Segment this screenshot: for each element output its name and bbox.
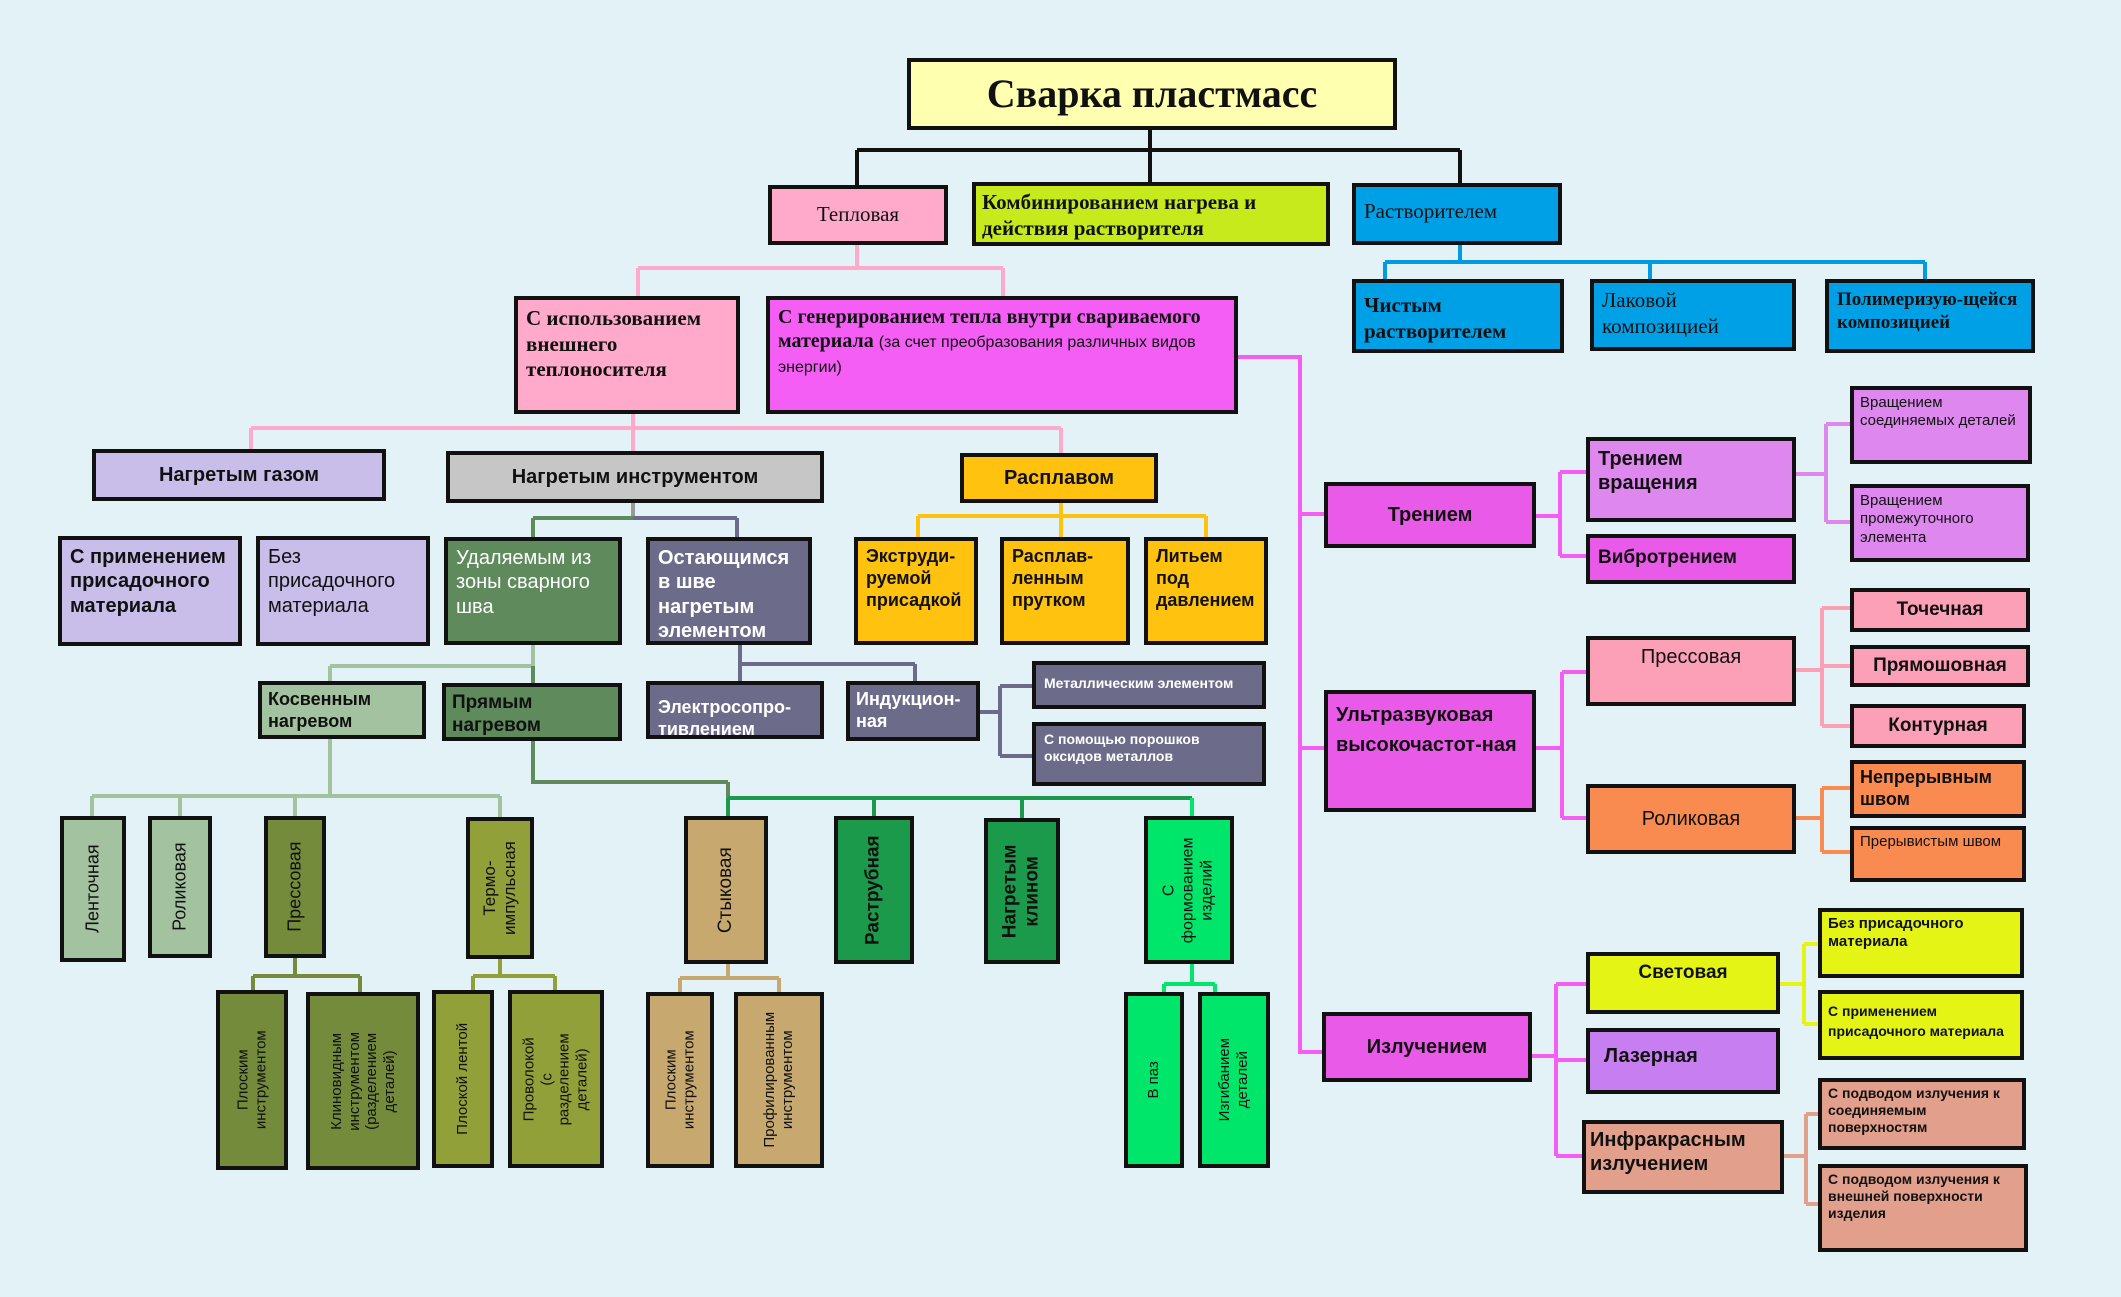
bending-label: Изгибанием деталей (1216, 1038, 1252, 1122)
node-bending: Изгибанием деталей (1198, 992, 1270, 1168)
node-ir-to-surfaces: С подводом излучения к соединяемым повер… (1818, 1078, 2026, 1150)
node-press-wedge-tool: Клиновидным инструментом (разделением де… (306, 992, 420, 1170)
node-butt: Стыковая (684, 816, 768, 964)
node-intermittent-seam: Прерывистым швом (1850, 826, 2026, 882)
tape-label: Ленточная (82, 844, 103, 934)
node-laser: Лазерная (1586, 1028, 1780, 1094)
press-flat-tool-label: Плоским инструментом (234, 1030, 269, 1130)
node-direct-heating: Прямым нагревом (442, 683, 622, 741)
roller-label: Роликовая (169, 842, 190, 932)
internal-heat-note: (за счет преобразования различных видов … (778, 334, 1196, 376)
press-wedge-tool-label: Клиновидным инструментом (разделением де… (327, 1031, 398, 1131)
connector (531, 740, 728, 784)
node-rotational-friction: Трением вращения (1586, 437, 1796, 522)
node-wire: Проволокой (с разделением деталей) (508, 990, 604, 1168)
node-light-without-filler: Без присадочного материала (1818, 908, 2024, 978)
profiled-tool-label: Профилированным инструментом (761, 1012, 796, 1148)
wire-label: Проволокой (с разделением деталей) (520, 1032, 591, 1126)
node-press: Прессовая (264, 816, 326, 958)
node-gas-with-filler: С применением присадочного материала (58, 536, 242, 646)
node-profiled-tool: Профилированным инструментом (734, 992, 824, 1168)
node-gas-without-filler: Без присадочного материала (256, 536, 430, 646)
node-butt-flat-tool: Плоским инструментом (646, 992, 714, 1168)
internal-heat-label: С генерированием тепла внутри свариваемо… (778, 306, 1201, 353)
node-rotating-parts: Вращением соединяемых деталей (1850, 386, 2032, 464)
thermo-impulse-label: Термо-импульсная (479, 841, 520, 935)
node-induction: Индукцион-ная (846, 681, 980, 741)
node-infrared: Инфракрасным излучением (1582, 1120, 1784, 1194)
node-solvent: Растворителем (1352, 183, 1562, 245)
node-resistance: Электросопро-тивлением (646, 681, 824, 739)
node-groove: В паз (1124, 992, 1184, 1168)
groove-label: В паз (1145, 1061, 1163, 1099)
node-spot: Точечная (1850, 588, 2030, 632)
node-melt: Расплавом (960, 453, 1158, 503)
flat-tape-label: Плоской лентой (454, 1023, 472, 1135)
node-light: Световая (1586, 952, 1780, 1014)
node-contour: Контурная (1850, 704, 2026, 748)
node-metal-element: Металлическим элементом (1032, 661, 1266, 709)
node-rect-seam: Прямошовная (1850, 645, 2030, 687)
node-external-carrier: С использованием внешнего теплоносителя (514, 296, 740, 414)
node-pure-solvent: Чистым растворителем (1352, 279, 1564, 353)
node-oxide-powders: С помощью порошков оксидов металлов (1032, 722, 1266, 786)
node-hot-gas: Нагретым газом (92, 449, 386, 501)
hot-wedge-label: Нагретым клином (999, 844, 1043, 938)
butt-label: Стыковая (714, 847, 736, 933)
node-flat-tape: Плоской лентой (432, 990, 494, 1168)
node-rotating-intermediate: Вращением промежуточного элемента (1850, 484, 2030, 562)
node-melted-rod: Расплав-ленным прутком (1000, 537, 1130, 645)
forming-label: С формованием изделий (1160, 837, 1216, 943)
node-remaining-element: Остающимся в шве нагретым элементом (646, 537, 812, 645)
node-friction: Трением (1324, 482, 1536, 548)
node-press-flat-tool: Плоским инструментом (216, 990, 288, 1170)
socket-label: Раструбная (862, 835, 884, 945)
node-tape: Ленточная (60, 816, 126, 962)
node-removed-tool: Удаляемым из зоны сварного шва (444, 537, 622, 645)
press-label: Прессовая (284, 841, 305, 933)
diagram-title: Сварка пластмасс (907, 58, 1397, 130)
node-forming: С формованием изделий (1144, 816, 1234, 964)
node-socket: Раструбная (834, 816, 914, 964)
node-thermal: Тепловая (768, 185, 948, 245)
node-ultrasonic: Ультразвуковая высокочастот-ная (1324, 690, 1536, 812)
node-roller: Роликовая (148, 816, 212, 958)
node-hot-wedge: Нагретым клином (984, 818, 1060, 964)
node-ir-to-outer: С подводом излучения к внешней поверхнос… (1818, 1164, 2028, 1252)
node-indirect-heating: Косвенным нагревом (258, 681, 426, 739)
node-continuous-seam: Непрерывным швом (1850, 760, 2026, 818)
node-injection: Литьем под давлением (1144, 537, 1268, 645)
node-thermo-impulse: Термо-импульсная (466, 817, 534, 959)
node-radiation: Излучением (1322, 1012, 1532, 1082)
butt-flat-tool-label: Плоским инструментом (662, 1030, 697, 1130)
node-lacquer: Лаковой композицией (1590, 279, 1796, 351)
node-vibration-friction: Вибротрением (1586, 534, 1796, 584)
node-us-press: Прессовая (1586, 636, 1796, 706)
node-extruded-filler: Экструди-руемой присадкой (854, 537, 978, 645)
node-combined: Комбинированием нагрева и действия раств… (972, 182, 1330, 246)
node-light-with-filler: С применением присадочного материала (1818, 990, 2024, 1060)
node-internal-heat: С генерированием тепла внутри свариваемо… (766, 296, 1238, 414)
connector (1236, 355, 1324, 1054)
node-polymerizing: Полимеризую-щейся композицией (1825, 279, 2035, 353)
node-us-roller: Роликовая (1586, 784, 1796, 854)
node-hot-tool: Нагретым инструментом (446, 451, 824, 503)
